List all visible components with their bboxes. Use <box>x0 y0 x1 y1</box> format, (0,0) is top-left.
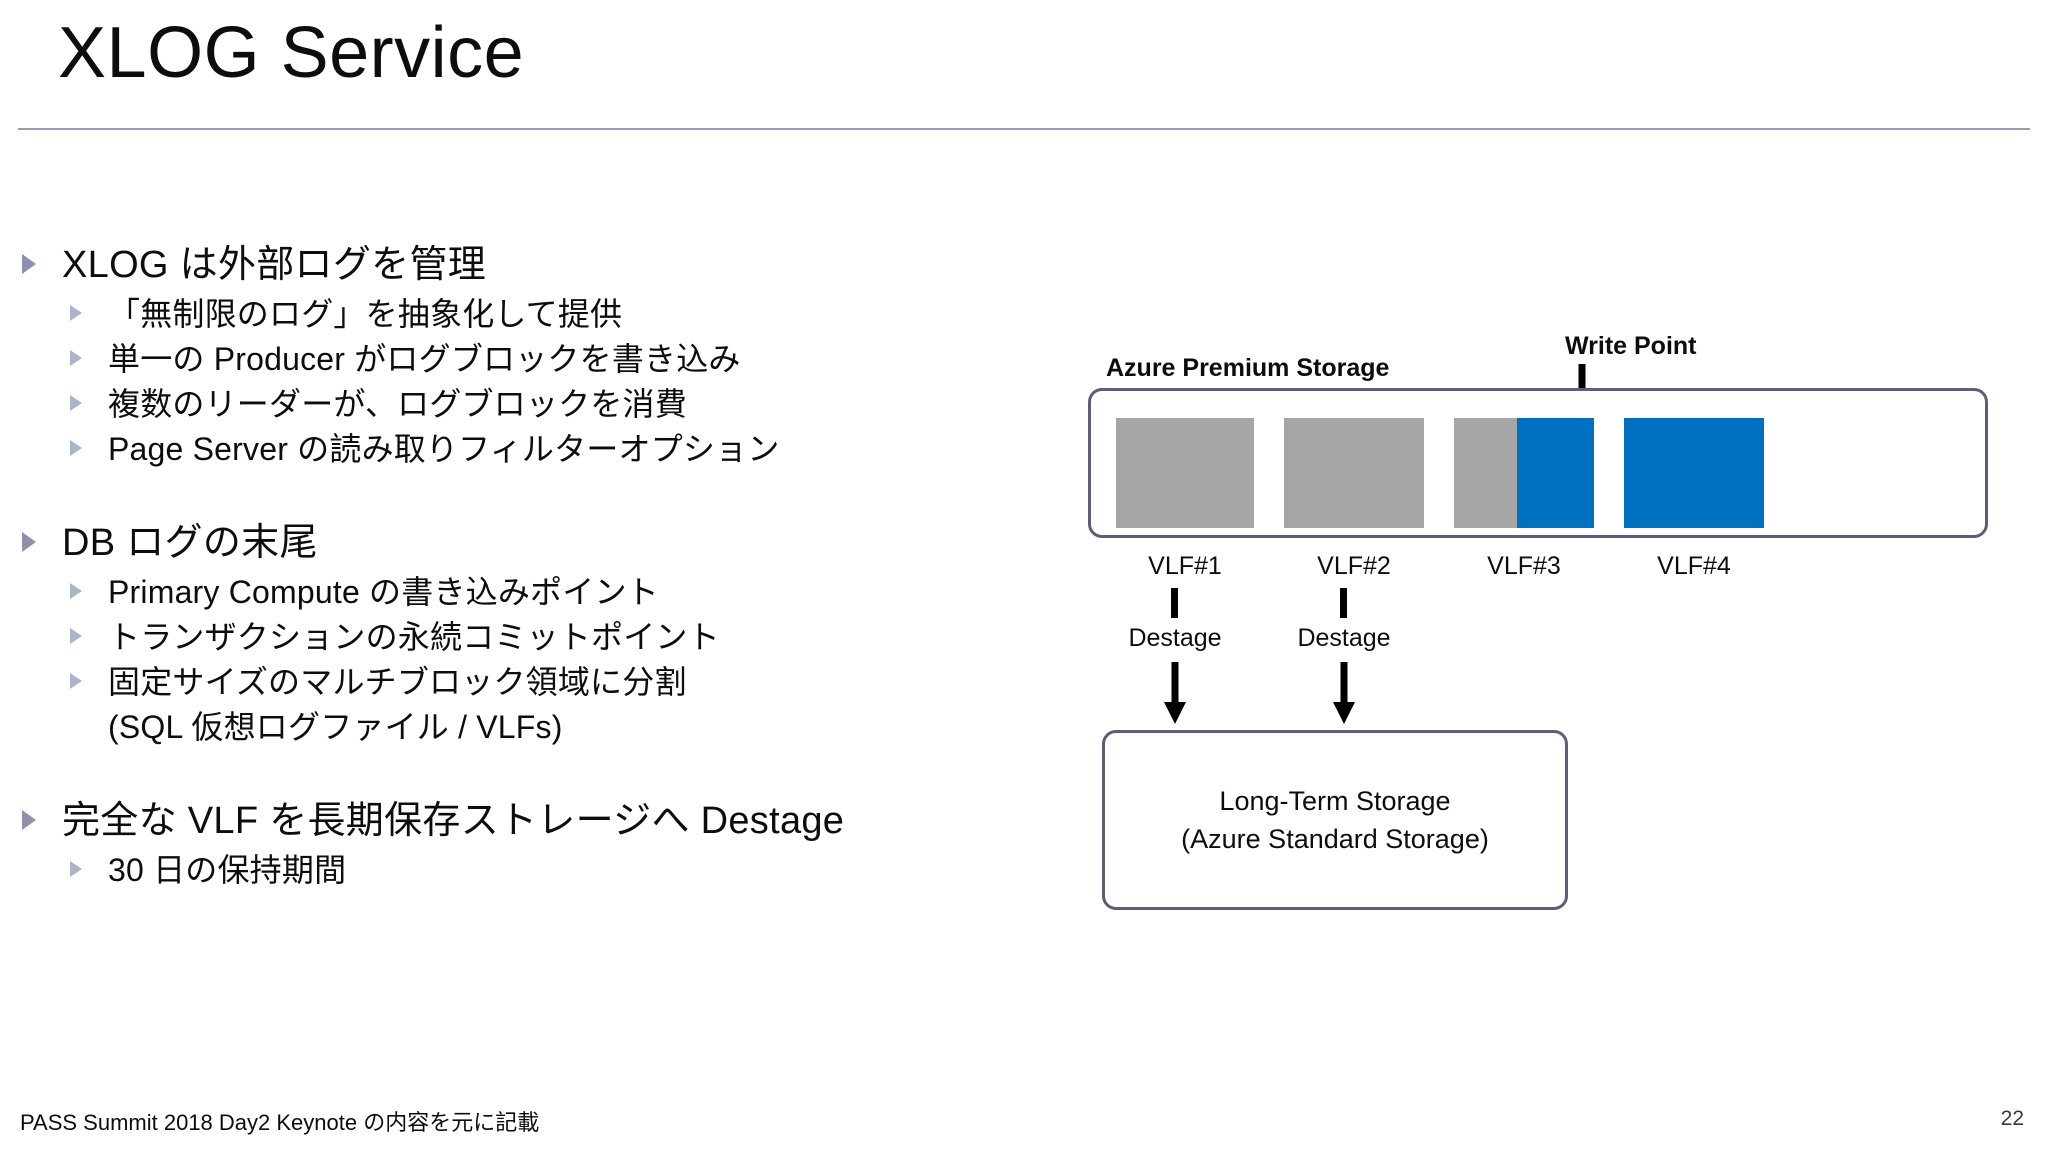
bullet-text: 複数のリーダーが、ログブロックを消費 <box>108 386 687 422</box>
bullet-item-level2: 固定サイズのマルチブロック領域に分割 (SQL 仮想ログファイル / VLFs) <box>70 660 982 750</box>
vlf-block-1 <box>1116 418 1254 528</box>
bullet-item-level2: Primary Compute の書き込みポイント <box>70 570 982 615</box>
triangle-bullet-icon <box>70 615 94 648</box>
destage-arrow-2-icon <box>1333 662 1355 724</box>
vlf-block-3 <box>1454 418 1594 528</box>
bullet-text: 固定サイズのマルチブロック領域に分割 (SQL 仮想ログファイル / VLFs) <box>108 664 687 745</box>
bullet-item-level2: 「無制限のログ」を抽象化して提供 <box>70 292 982 337</box>
page-title: XLOG Service <box>58 13 525 93</box>
bullet-item-level2: Page Server の読み取りフィルターオプション <box>70 427 982 472</box>
vlf-used-segment <box>1454 418 1517 528</box>
triangle-bullet-icon <box>70 382 94 415</box>
vlf-block-2 <box>1284 418 1424 528</box>
bullet-text: XLOG は外部ログを管理 <box>62 244 487 286</box>
bullet-text: Page Server の読み取りフィルターオプション <box>108 431 780 467</box>
destage-arrow-1-icon <box>1164 662 1186 724</box>
bullet-text: DB ログの末尾 <box>62 522 318 564</box>
azure-premium-storage-label: Azure Premium Storage <box>1106 354 1390 382</box>
vlf-active-segment <box>1624 418 1764 528</box>
bullet-text: トランザクションの永続コミットポイント <box>108 619 720 655</box>
vlf-label-2: VLF#2 <box>1317 552 1391 580</box>
page-number: 22 <box>2000 1107 2024 1130</box>
vlf-label-1: VLF#1 <box>1148 552 1222 580</box>
vlf-used-segment <box>1284 418 1424 528</box>
vlf-active-segment <box>1517 418 1594 528</box>
vlf-label-4: VLF#4 <box>1657 552 1731 580</box>
bullet-item-level2: 複数のリーダーが、ログブロックを消費 <box>70 382 982 427</box>
spacer <box>22 472 982 516</box>
bullet-text: Primary Compute の書き込みポイント <box>108 574 659 610</box>
bullet-text: 30 日の保持期間 <box>108 852 347 888</box>
destage-arrow-stub-2 <box>1340 588 1347 618</box>
title-divider <box>18 128 2030 130</box>
triangle-bullet-icon <box>70 570 94 603</box>
bullet-item-level2: 単一の Producer がログブロックを書き込み <box>70 337 982 382</box>
triangle-bullet-icon <box>70 427 94 460</box>
spacer <box>22 750 982 794</box>
bullet-item-level1: 完全な VLF を長期保存ストレージへ Destage <box>22 794 982 848</box>
triangle-bullet-icon <box>70 848 94 881</box>
destage-label-2: Destage <box>1297 624 1391 652</box>
bullet-list: XLOG は外部ログを管理 「無制限のログ」を抽象化して提供 単一の Produ… <box>22 238 982 893</box>
bullet-text: 「無制限のログ」を抽象化して提供 <box>108 296 623 332</box>
bullet-text: 完全な VLF を長期保存ストレージへ Destage <box>62 800 845 842</box>
bullet-item-level2: 30 日の保持期間 <box>70 848 982 893</box>
bullet-text: 単一の Producer がログブロックを書き込み <box>108 341 741 377</box>
write-point-label: Write Point <box>1565 332 1697 360</box>
long-term-storage-box: Long-Term Storage (Azure Standard Storag… <box>1102 730 1568 910</box>
long-term-storage-label: Long-Term Storage (Azure Standard Storag… <box>1181 786 1489 854</box>
bullet-group: DB ログの末尾 Primary Compute の書き込みポイント トランザク… <box>22 516 982 750</box>
triangle-bullet-icon <box>22 794 48 834</box>
destage-arrow-stub-1 <box>1171 588 1178 618</box>
bullet-item-level1: DB ログの末尾 <box>22 516 982 570</box>
vlf-block-4 <box>1624 418 1764 528</box>
triangle-bullet-icon <box>22 238 48 278</box>
vlf-label-3: VLF#3 <box>1487 552 1561 580</box>
bullet-item-level2: トランザクションの永続コミットポイント <box>70 615 982 660</box>
xlog-storage-diagram: Write Point Azure Premium Storage VLF#1 … <box>1060 330 2020 950</box>
bullet-group: 完全な VLF を長期保存ストレージへ Destage 30 日の保持期間 <box>22 794 982 893</box>
vlf-used-segment <box>1116 418 1254 528</box>
bullet-item-level1: XLOG は外部ログを管理 <box>22 238 982 292</box>
bullet-group: XLOG は外部ログを管理 「無制限のログ」を抽象化して提供 単一の Produ… <box>22 238 982 472</box>
triangle-bullet-icon <box>70 292 94 325</box>
triangle-bullet-icon <box>70 660 94 693</box>
footer-note: PASS Summit 2018 Day2 Keynote の内容を元に記載 <box>20 1110 540 1135</box>
destage-label-1: Destage <box>1128 624 1222 652</box>
triangle-bullet-icon <box>22 516 48 556</box>
triangle-bullet-icon <box>70 337 94 370</box>
